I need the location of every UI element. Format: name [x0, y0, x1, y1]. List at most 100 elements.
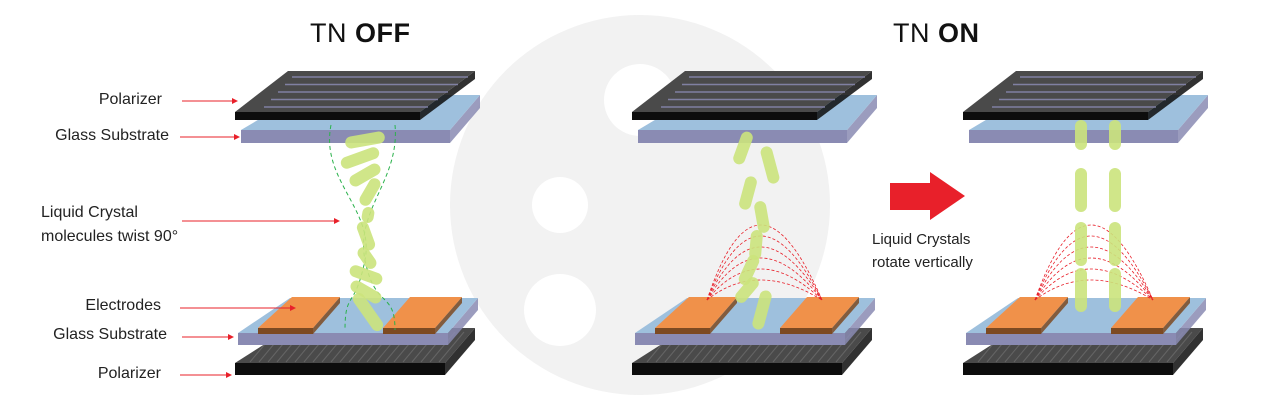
- title-tn-off: TN OFF: [310, 18, 411, 49]
- watermark-hole: [524, 274, 596, 346]
- liquid-crystal-molecule-vertical: [1075, 222, 1087, 266]
- lcd-stack-on-transition: [632, 71, 877, 375]
- polarizer-bottom-front-edge: [632, 363, 842, 375]
- liquid-crystal-molecule: [359, 178, 381, 206]
- liquid-crystal-molecule: [352, 292, 384, 332]
- label-polarizer-top: Polarizer: [98, 91, 162, 108]
- polarizer-top-side-edge: [420, 71, 475, 120]
- pointer-arrowhead-icon: [234, 134, 240, 140]
- glass-substrate-top-side-edge: [1178, 95, 1208, 143]
- glass-substrate-top-front-edge: [241, 130, 450, 143]
- electrode-left-side-edge: [313, 297, 340, 334]
- polarizer-stripe: [1166, 331, 1193, 363]
- electric-field-line: [1034, 235, 1154, 301]
- polarizer-bottom-front-edge: [963, 363, 1173, 375]
- pointer-arrowhead-icon: [226, 372, 232, 378]
- electric-field-line: [706, 246, 823, 301]
- liquid-crystal-molecule-vertical: [1075, 268, 1087, 312]
- lcd-stack-on: [963, 71, 1208, 375]
- label-electrodes: Electrodes: [85, 297, 161, 314]
- electrode-right-front-edge: [780, 328, 832, 334]
- electrode-left-front-edge: [655, 328, 710, 334]
- polarizer-top-side-edge: [1148, 71, 1203, 120]
- liquid-crystal-molecule: [350, 280, 382, 304]
- twist-guide-line: [329, 124, 367, 331]
- label-polarizer-bottom: Polarizer: [97, 365, 161, 382]
- title-state: OFF: [355, 18, 411, 48]
- electrode-left-side-edge: [1041, 297, 1068, 334]
- glass-substrate-top-side-edge: [450, 95, 480, 143]
- electrode-left: [655, 297, 737, 328]
- liquid-crystal-molecule: [357, 247, 377, 269]
- polarizer-top-front-edge: [963, 112, 1148, 120]
- liquid-crystal-molecule: [356, 221, 376, 251]
- title-tn-on: TN ON: [893, 18, 980, 49]
- liquid-crystal-molecule: [735, 277, 759, 303]
- electrode-left: [258, 297, 340, 328]
- liquid-crystal-molecule: [349, 265, 383, 285]
- glass-substrate-bottom-front-edge: [966, 333, 1176, 345]
- right-arrow-icon: [890, 172, 965, 220]
- polarizer-bottom-side-edge: [445, 328, 475, 375]
- electrode-right-side-edge: [1163, 297, 1190, 334]
- liquid-crystal-molecule: [754, 201, 770, 233]
- electrode-right: [1111, 297, 1190, 328]
- label-twist: molecules twist 90°: [41, 228, 179, 245]
- polarizer-top-front-edge: [235, 112, 420, 120]
- label-glass-substrate-bottom: Glass Substrate: [53, 326, 167, 343]
- caption-line1: Liquid Crystals: [872, 231, 971, 248]
- liquid-crystal-molecule-vertical: [1075, 120, 1087, 150]
- liquid-crystal-molecule-vertical: [1109, 120, 1121, 150]
- polarizer-top-front-edge: [632, 112, 817, 120]
- electrode-right: [780, 297, 859, 328]
- electric-field-line: [706, 257, 823, 301]
- liquid-crystal-molecule: [345, 131, 385, 149]
- glass-substrate-bottom-side-edge: [1176, 298, 1206, 345]
- liquid-crystal-molecule: [760, 146, 780, 184]
- liquid-crystal-molecule: [739, 176, 757, 210]
- electrode-right-side-edge: [435, 297, 462, 334]
- glass-substrate-bottom-side-edge: [448, 298, 478, 345]
- electric-field-line: [1034, 246, 1154, 301]
- electric-field-line: [1034, 257, 1154, 301]
- polarizer-stripe: [438, 331, 465, 363]
- electrode-right: [383, 297, 462, 328]
- liquid-crystal-molecule: [738, 254, 760, 286]
- glass-substrate-top-side-edge: [847, 95, 877, 143]
- electrode-left-side-edge: [710, 297, 737, 334]
- lcd-stack-off: [235, 71, 480, 375]
- title-prefix: TN: [310, 18, 347, 48]
- liquid-crystal-molecule-vertical: [1109, 268, 1121, 312]
- watermark-hole: [532, 177, 588, 233]
- electrode-left: [986, 297, 1068, 328]
- glass-substrate-bottom-side-edge: [845, 298, 875, 345]
- electric-field-line: [706, 279, 823, 301]
- liquid-crystal-molecule: [752, 290, 772, 330]
- polarizer-top-side-edge: [817, 71, 872, 120]
- glass-substrate-bottom-front-edge: [238, 333, 448, 345]
- pointer-arrowhead-icon: [228, 334, 234, 340]
- electric-field-line: [1034, 268, 1154, 301]
- polarizer-bottom-side-edge: [842, 328, 872, 375]
- pointer-arrowhead-icon: [334, 218, 340, 224]
- liquid-crystal-molecule: [733, 131, 753, 165]
- label-liquid-crystal: Liquid Crystal: [41, 204, 138, 221]
- glass-substrate-top-front-edge: [969, 130, 1178, 143]
- liquid-crystal-molecule-vertical: [1109, 168, 1121, 212]
- liquid-crystal-molecule-vertical: [1109, 222, 1121, 266]
- liquid-crystal-molecule: [361, 207, 375, 223]
- label-glass-substrate-top: Glass Substrate: [55, 127, 169, 144]
- title-state: ON: [938, 18, 980, 48]
- glass-substrate-bottom-front-edge: [635, 333, 845, 345]
- caption-rotate: Liquid Crystals rotate vertically: [872, 228, 973, 274]
- electric-field-line: [1034, 224, 1154, 301]
- electrode-right-front-edge: [1111, 328, 1163, 334]
- liquid-crystal-molecule: [349, 163, 381, 187]
- pointer-arrowhead-icon: [232, 98, 238, 104]
- electrode-right-front-edge: [383, 328, 435, 334]
- electrode-left-front-edge: [986, 328, 1041, 334]
- electrode-left-front-edge: [258, 328, 313, 334]
- title-prefix: TN: [893, 18, 930, 48]
